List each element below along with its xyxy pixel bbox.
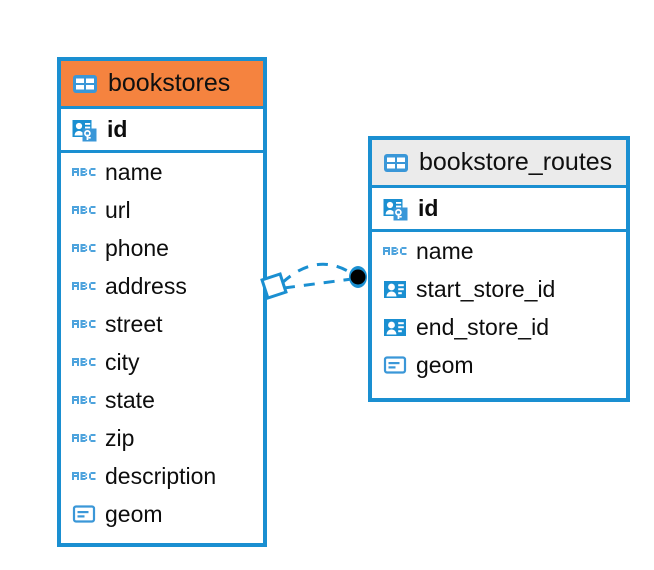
relationship-line-upper [280, 262, 355, 285]
entity-title: bookstore_routes [419, 148, 613, 176]
field-label: geom [416, 351, 474, 378]
abc-text-icon [71, 159, 97, 185]
relationship-line-lower [283, 277, 353, 290]
entity-header-bookstores[interactable]: bookstores [61, 61, 263, 109]
field-label: name [105, 158, 163, 185]
field-row-name[interactable]: name [61, 153, 263, 191]
field-row-address[interactable]: address [61, 267, 263, 305]
field-label: id [107, 116, 128, 142]
field-row-zip[interactable]: zip [61, 419, 263, 457]
entity-table-bookstores[interactable]: bookstores id [57, 57, 267, 547]
primary-key-icon [382, 195, 410, 223]
field-row-url[interactable]: url [61, 191, 263, 229]
field-row-city[interactable]: city [61, 343, 263, 381]
field-label: start_store_id [416, 275, 556, 302]
abc-text-icon [71, 197, 97, 223]
entity-title: bookstores [108, 69, 231, 97]
abc-text-icon [71, 311, 97, 337]
field-label: address [105, 272, 187, 299]
primary-key-icon [71, 116, 99, 144]
field-row-description[interactable]: description [61, 457, 263, 495]
field-label: state [105, 386, 155, 413]
field-label: description [105, 462, 217, 489]
field-row-end-store-id[interactable]: end_store_id [372, 308, 626, 346]
table-icon [71, 70, 99, 98]
abc-text-icon [71, 235, 97, 261]
abc-text-icon [71, 463, 97, 489]
field-label: url [105, 196, 131, 223]
field-row-id[interactable]: id [372, 188, 626, 232]
foreign-key-icon [382, 314, 408, 340]
field-row-geom[interactable]: geom [61, 495, 263, 533]
field-row-street[interactable]: street [61, 305, 263, 343]
abc-text-icon [71, 349, 97, 375]
field-row-state[interactable]: state [61, 381, 263, 419]
field-label: geom [105, 500, 163, 527]
field-row-start-store-id[interactable]: start_store_id [372, 270, 626, 308]
field-label: phone [105, 234, 169, 261]
abc-text-icon [71, 387, 97, 413]
filled-circle-marker [349, 266, 367, 288]
table-icon [382, 149, 410, 177]
field-label: zip [105, 424, 135, 451]
field-label: city [105, 348, 140, 375]
field-row-geom[interactable]: geom [372, 346, 626, 384]
entity-table-bookstore-routes[interactable]: bookstore_routes id [368, 136, 630, 402]
geometry-icon [71, 501, 97, 527]
field-label: name [416, 237, 474, 264]
field-row-id[interactable]: id [61, 109, 263, 153]
entity-header-bookstore-routes[interactable]: bookstore_routes [372, 140, 626, 188]
field-label: id [418, 195, 439, 221]
abc-text-icon [71, 425, 97, 451]
field-label: end_store_id [416, 313, 549, 340]
foreign-key-icon [382, 276, 408, 302]
field-row-name[interactable]: name [372, 232, 626, 270]
abc-text-icon [382, 238, 408, 264]
field-label: street [105, 310, 163, 337]
abc-text-icon [71, 273, 97, 299]
field-row-phone[interactable]: phone [61, 229, 263, 267]
geometry-icon [382, 352, 408, 378]
